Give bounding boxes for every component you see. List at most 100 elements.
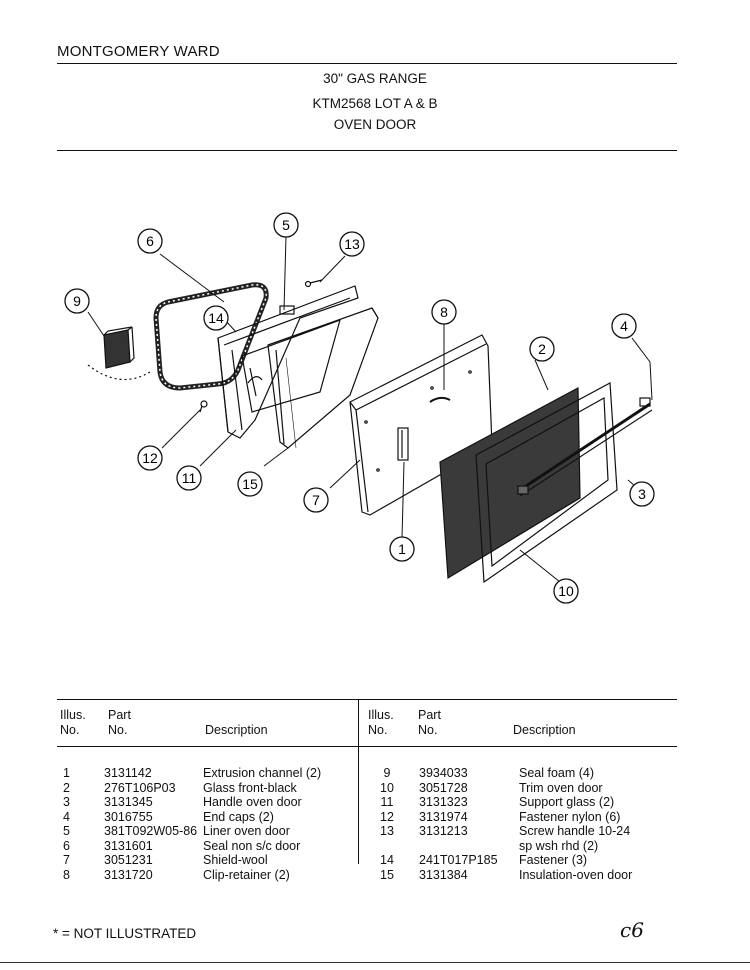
table-cell: 2	[63, 780, 70, 795]
foam-leader-dashed	[87, 364, 151, 381]
callout-2: 2	[529, 336, 555, 362]
table-cell: sp wsh rhd (2)	[519, 838, 599, 853]
table-cell: Fastener (3)	[519, 853, 588, 867]
fastener-part	[199, 400, 208, 413]
table-cell: Liner oven door	[203, 824, 290, 838]
callout-10: 10	[553, 578, 579, 604]
table-cell: 15	[380, 867, 394, 882]
table-cell: 3131323	[419, 795, 468, 809]
table-cell: Insulation-oven door	[519, 867, 633, 882]
footer-rule	[0, 962, 750, 963]
brand-name: MONTGOMERY WARD	[57, 43, 220, 60]
table-rule-header	[57, 746, 677, 747]
table-cell: 3131384	[419, 867, 468, 882]
table-cell: 3131142	[104, 766, 152, 780]
table-cell: Support glass (2)	[519, 795, 615, 809]
callout-6: 6	[137, 228, 163, 254]
svg-text:7: 7	[312, 492, 320, 508]
svg-text:1: 1	[398, 541, 406, 557]
illus-column-right: 9 10 11 12 13 14 15	[377, 766, 397, 882]
insulation-part	[267, 307, 379, 449]
table-cell: 7	[63, 853, 70, 867]
exploded-parts-diagram: 1 2 3 4 5 6 7 8 9 10 11 12 13 14 15	[64, 212, 655, 604]
extrusion-channel-part	[397, 427, 409, 461]
table-cell: 3934033	[419, 766, 468, 780]
table-cell: Seal foam (4)	[519, 766, 595, 780]
svg-text:3: 3	[638, 486, 646, 502]
table-cell: 13	[380, 824, 394, 838]
table-cell: Screw handle 10-24	[519, 824, 631, 838]
screw-part	[304, 279, 323, 288]
model-number: KTM2568 LOT A & B	[312, 96, 438, 111]
table-cell: 3131601	[104, 838, 153, 853]
callout-14: 14	[203, 305, 229, 331]
table-cell: 14	[380, 853, 394, 867]
table-cell	[419, 839, 498, 854]
table-cell: 3131720	[104, 867, 153, 882]
svg-text:10: 10	[558, 583, 574, 599]
svg-text:11: 11	[182, 470, 197, 486]
header-illus-no: Illus.No.	[60, 708, 86, 737]
table-cell: 3131974	[419, 809, 468, 824]
part-column-left: 3131142 276T106P03 3131345 3016755 381T0…	[104, 766, 197, 882]
desc-column-left: Extrusion channel (2) Glass front-black …	[203, 766, 321, 882]
glass-front-part	[439, 387, 581, 580]
table-cell: 4	[63, 809, 70, 824]
svg-text:2: 2	[538, 341, 546, 357]
leader-lines	[87, 235, 653, 583]
svg-text:9: 9	[73, 293, 81, 309]
header-illus-no-right: Illus.No.	[368, 708, 394, 737]
table-cell: Seal non s/c door	[203, 838, 301, 853]
end-cap-part	[639, 397, 651, 407]
seal-gasket-part	[153, 282, 269, 391]
table-cell: 241T017P185	[419, 853, 498, 867]
callout-1: 1	[389, 536, 415, 562]
callout-5: 5	[273, 212, 299, 238]
table-cell: Shield-wool	[203, 853, 268, 867]
table-cell: Clip-retainer (2)	[203, 867, 290, 882]
callout-15: 15	[237, 471, 263, 497]
callout-11: 11	[176, 465, 202, 491]
callout-3: 3	[629, 481, 655, 507]
illus-column-left: 1 2 3 4 5 6 7 8	[63, 766, 70, 882]
svg-text:6: 6	[146, 233, 154, 249]
svg-text:4: 4	[620, 318, 628, 334]
table-cell: Fastener nylon (6)	[519, 809, 621, 824]
table-cell: 5	[63, 824, 70, 838]
callout-4: 4	[611, 313, 637, 339]
table-cell: 3016755	[104, 809, 153, 824]
table-cell: 12	[380, 809, 394, 824]
table-cell: 1	[63, 766, 70, 780]
callout-12: 12	[137, 445, 163, 471]
table-cell: 10	[380, 780, 394, 795]
table-cell: 381T092W05-86	[104, 824, 198, 838]
svg-text:13: 13	[344, 236, 360, 252]
trim-oven-door-part	[475, 382, 618, 584]
not-illustrated-note: * = NOT ILLUSTRATED	[53, 926, 197, 941]
svg-text:14: 14	[208, 310, 224, 326]
svg-text:5: 5	[282, 217, 290, 233]
table-cell: 3131345	[104, 795, 153, 809]
header-rule-bottom	[57, 150, 677, 151]
table-cell: Glass front-black	[203, 780, 297, 795]
table-cell: 11	[380, 795, 394, 809]
table-cell	[377, 839, 397, 854]
table-cell: 9	[383, 766, 391, 780]
header-description-right: Description	[513, 723, 576, 737]
table-cell: Trim oven door	[519, 780, 603, 795]
table-cell: Extrusion channel (2)	[203, 766, 322, 780]
callout-9: 9	[64, 288, 90, 314]
table-cell: 3131213	[419, 824, 468, 838]
callout-8: 8	[431, 299, 457, 325]
table-cell: End caps (2)	[203, 809, 274, 824]
svg-text:12: 12	[142, 450, 158, 466]
table-divider	[358, 699, 359, 864]
header-description: Description	[205, 723, 268, 737]
svg-text:8: 8	[440, 304, 448, 320]
callout-7: 7	[303, 487, 329, 513]
product-title: 30" GAS RANGE	[323, 71, 427, 86]
clip-retainer-part	[429, 396, 451, 403]
